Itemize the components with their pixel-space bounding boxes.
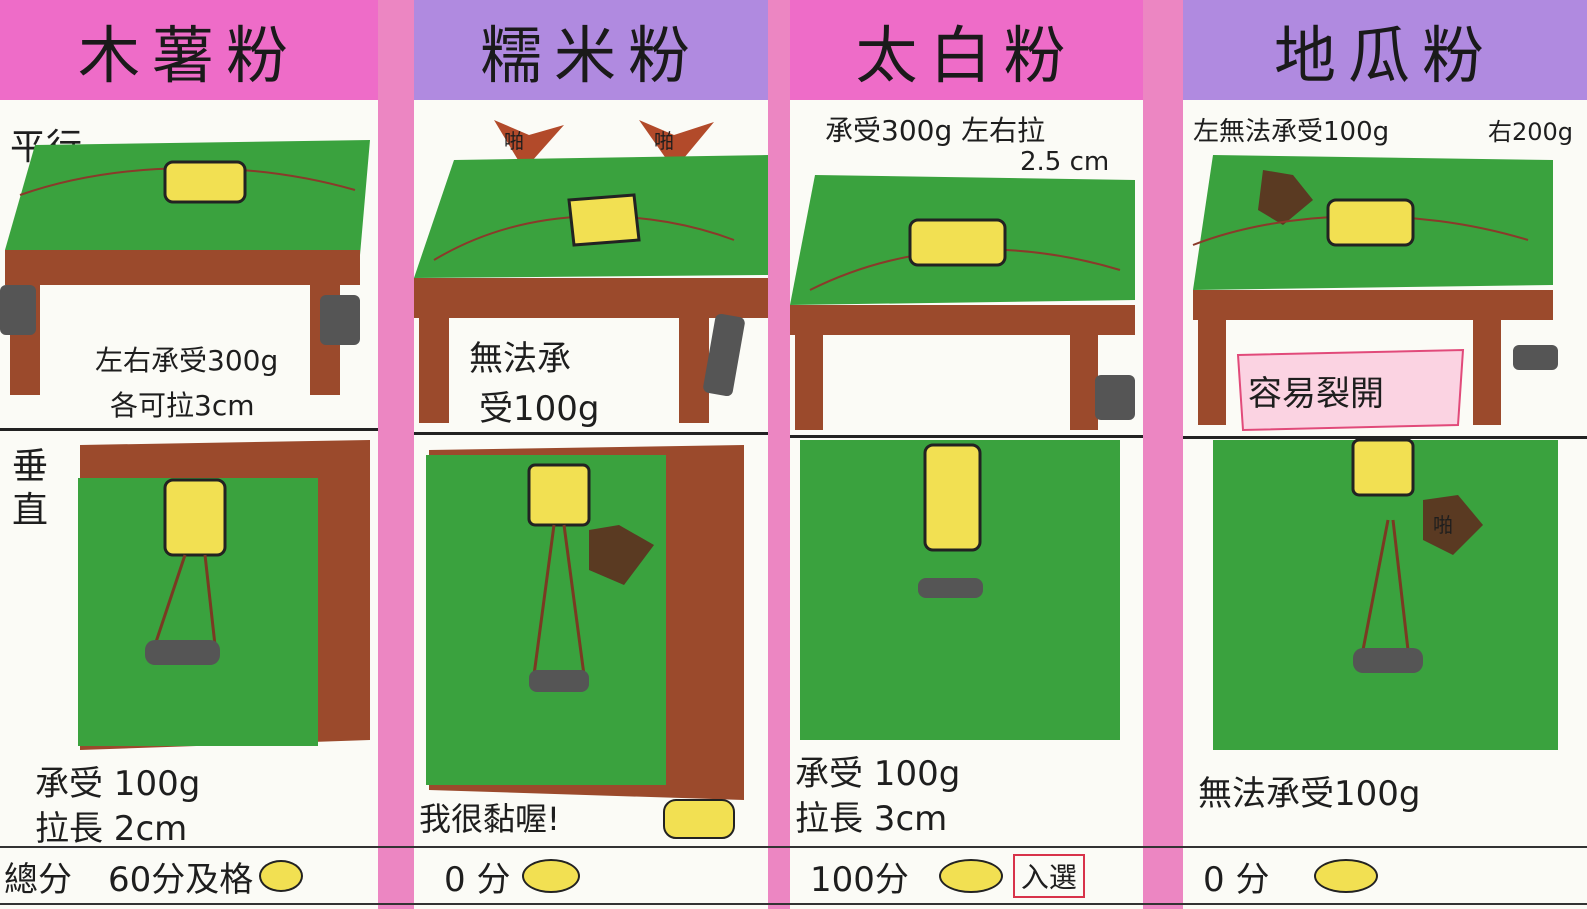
alert-burst [1236, 348, 1465, 432]
score-cell: 0 分 [1203, 848, 1379, 904]
sad-face-icon [1314, 859, 1379, 893]
column-header: 太白粉 [790, 0, 1143, 100]
footer-top-line [0, 846, 1587, 848]
vertical-note: 無法承受100g [1198, 774, 1420, 814]
column-title: 地瓜粉 [1273, 19, 1496, 92]
badge-text: 啪 [1433, 513, 1453, 537]
dough-strand [1361, 519, 1410, 651]
horizontal-note: 無法承 [469, 339, 571, 379]
score-text: 0 分 [444, 859, 511, 900]
table-leg [1473, 320, 1501, 425]
vertical-note: 拉長 3cm [795, 799, 947, 839]
smiley-face-icon [938, 859, 1003, 893]
separator [768, 0, 790, 909]
table-leg [1198, 320, 1226, 425]
score-cell: 0 分 [444, 848, 581, 904]
vertical-note: 承受 100g [35, 764, 200, 804]
horizontal-note: 左右承受300g [95, 344, 278, 377]
horizontal-note: 承受300g 左右拉 [825, 114, 1045, 147]
weight [703, 313, 745, 397]
table-leg [795, 335, 823, 430]
experiment-scene: 承受300g 左右拉 2.5 cm 承受 100g 拉長 3cm [790, 114, 1135, 839]
column-sweet-potato: 地瓜粉 左無法承受100g 右200g 容易裂開 啪 無法承受100g 0 分 [1183, 0, 1587, 909]
horizontal-note: 左無法承受100g [1193, 117, 1389, 147]
table-apron [1193, 290, 1553, 320]
horizontal-note: 受100g [479, 389, 599, 429]
smiley-face-icon [663, 799, 735, 839]
column-tapioca: 木薯粉 平行 垂直 左右承受300g 各可拉3cm 承受 100g 拉長 2cm [0, 0, 378, 909]
dough-block [923, 443, 982, 552]
weight [1095, 375, 1135, 420]
snap-burst-icon [1258, 170, 1313, 225]
smiley-face-icon [522, 859, 581, 893]
table-leg [419, 318, 449, 423]
separator [1143, 0, 1183, 909]
dough-block [1351, 438, 1415, 497]
column-title: 糯米粉 [479, 19, 702, 92]
weight [529, 670, 589, 692]
score-cell: 100分 入選 [810, 848, 1085, 904]
experiment-scene: 左無法承受100g 右200g 容易裂開 啪 無法承受100g [1192, 117, 1573, 814]
weight [1353, 648, 1423, 673]
badge-text: 啪 [654, 129, 674, 153]
snap-burst-icon [494, 120, 564, 170]
horizontal-alert: 容易裂開 [1248, 374, 1384, 414]
weight [0, 285, 36, 335]
dough-strand [153, 554, 217, 646]
snap-burst-icon [1423, 495, 1483, 555]
horizontal-note: 各可拉3cm [110, 389, 255, 422]
table-apron [5, 250, 360, 285]
smiley-face-icon [259, 860, 304, 892]
score-text: 100分 [810, 859, 909, 900]
snap-burst-icon [639, 120, 714, 170]
table-apron [414, 278, 768, 318]
column-header: 地瓜粉 [1183, 0, 1587, 100]
snap-burst-icon [589, 525, 654, 585]
separator [378, 0, 414, 909]
vertical-note: 拉長 2cm [35, 809, 187, 849]
score-text: 0 分 [1203, 859, 1270, 900]
vertical-note: 我很黏喔! [419, 800, 560, 838]
winner-tag: 入選 [1012, 854, 1085, 898]
weight [918, 578, 983, 598]
row-label-vertical: 垂直 [12, 446, 49, 531]
column-potato-starch: 太白粉 承受300g 左右拉 2.5 cm 承受 100g 拉長 3cm 100… [790, 0, 1143, 909]
experiment-scene: 啪 啪 無法承 受100g 我很黏喔! [414, 120, 768, 839]
column-header: 糯米粉 [414, 0, 768, 100]
weight [145, 640, 220, 665]
dough-block [1326, 198, 1415, 247]
column-header: 木薯粉 [0, 0, 378, 100]
badge-text: 啪 [504, 129, 524, 153]
dough-block [163, 160, 247, 204]
row-divider [790, 435, 1143, 438]
dough-block [567, 193, 641, 247]
table-leg [1070, 335, 1098, 430]
column-glutinous-rice: 糯米粉 啪 啪 無法承 受100g 我很黏喔! 0 分 [414, 0, 768, 909]
score-cell: 總分 60分及格 [4, 848, 304, 904]
row-divider [1183, 436, 1587, 439]
column-title: 木薯粉 [77, 19, 300, 92]
row-divider [414, 432, 768, 435]
dough-block [908, 218, 1007, 267]
dough-block [163, 478, 227, 557]
experiment-scene: 左右承受300g 各可拉3cm 承受 100g 拉長 2cm [0, 140, 370, 849]
total-label: 總分 [4, 859, 72, 900]
table-leg [679, 318, 709, 423]
dough-strand [532, 524, 586, 676]
score-text: 60分及格 [108, 859, 254, 900]
column-title: 太白粉 [855, 19, 1078, 92]
horizontal-note: 2.5 cm [1020, 147, 1109, 177]
vertical-note: 承受 100g [795, 754, 960, 794]
row-divider [0, 428, 378, 431]
weight [1513, 345, 1558, 370]
weight [320, 295, 360, 345]
dough-block [527, 463, 591, 527]
footer-bottom-line [0, 903, 1587, 905]
horizontal-note: 右200g [1488, 118, 1573, 146]
table-apron [790, 305, 1135, 335]
